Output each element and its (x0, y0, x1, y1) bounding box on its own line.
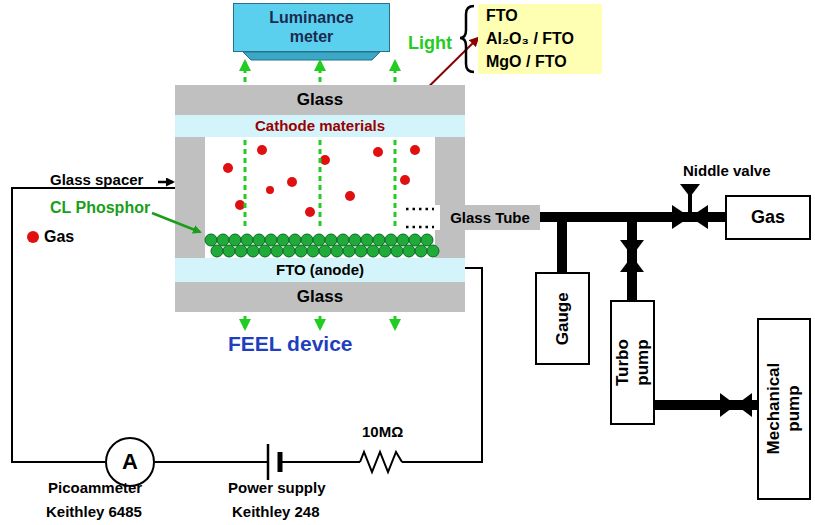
node-text: Glass (292, 90, 348, 110)
bracket (460, 6, 474, 72)
instrument-label: Keithley 248 (232, 504, 320, 521)
glass-spacer-left (175, 137, 205, 258)
node-text: Glass Tube (450, 209, 530, 226)
cathode-layer: Cathode materials (175, 115, 465, 137)
gas-box: Gas (725, 195, 811, 240)
phosphor-layer (205, 234, 439, 257)
tube-inlet-dots (406, 208, 434, 211)
cathode-list-box: FTO Al₂O₃ / FTO MgO / FTO (478, 4, 602, 74)
mechanical-valve (720, 393, 752, 417)
part-label: Niddle valve (683, 163, 771, 180)
glass-band: Glass (175, 282, 465, 312)
wire (12, 188, 175, 462)
gas-pipe (540, 217, 562, 272)
node-text: Al₂O₃ / FTO (486, 30, 574, 48)
instrument-label: Keithley 6485 (46, 504, 142, 521)
part-label: CL Phosphor (50, 199, 150, 217)
anode-layer: FTO (anode) (175, 258, 465, 282)
instrument-label: Power supply (228, 480, 326, 497)
light-label: Light (408, 34, 452, 54)
glass-band: Glass (175, 85, 465, 115)
turbo-valve (620, 240, 644, 272)
meter-base (243, 52, 380, 60)
node-text: A (122, 449, 138, 474)
mechanical-pump-box: Mechanical pump (757, 318, 811, 500)
leader-arrow (152, 213, 200, 232)
node-text: Cathode materials (250, 117, 390, 134)
needle-valve (672, 184, 708, 229)
turbo-pump-box: Turbo pump (610, 300, 655, 425)
wire (155, 461, 268, 463)
wire (280, 461, 360, 463)
node-text: Luminance meter (257, 9, 367, 46)
node-text: Turbo pump (613, 328, 652, 398)
device-title: FEEL device (228, 332, 353, 355)
glass-spacer-right-top (435, 137, 465, 205)
node-text: Gas (751, 207, 785, 228)
legend-label: Gas (44, 228, 74, 246)
node-text: Mechanical pump (764, 354, 803, 464)
node-text: MgO / FTO (486, 53, 567, 71)
resistor-symbol (360, 452, 402, 472)
glass-tube: Glass Tube (440, 205, 540, 230)
meter-box: Luminance meter (233, 3, 390, 52)
tube-inlet-dots (406, 226, 434, 229)
leader-arrow (158, 181, 173, 184)
battery-symbol (267, 444, 270, 480)
gauge-box: Gauge (535, 272, 590, 365)
node-text: Glass (292, 287, 348, 307)
part-label: Glass spacer (50, 172, 143, 189)
instrument-label: Picoammeter (48, 480, 142, 497)
node-text: Gauge (553, 277, 573, 360)
node-text: FTO (anode) (271, 261, 369, 278)
legend-dot (27, 231, 39, 243)
value-label: 10MΩ (362, 424, 403, 441)
node-text: FTO (486, 7, 518, 25)
glass-spacer-right-bottom (435, 230, 465, 258)
